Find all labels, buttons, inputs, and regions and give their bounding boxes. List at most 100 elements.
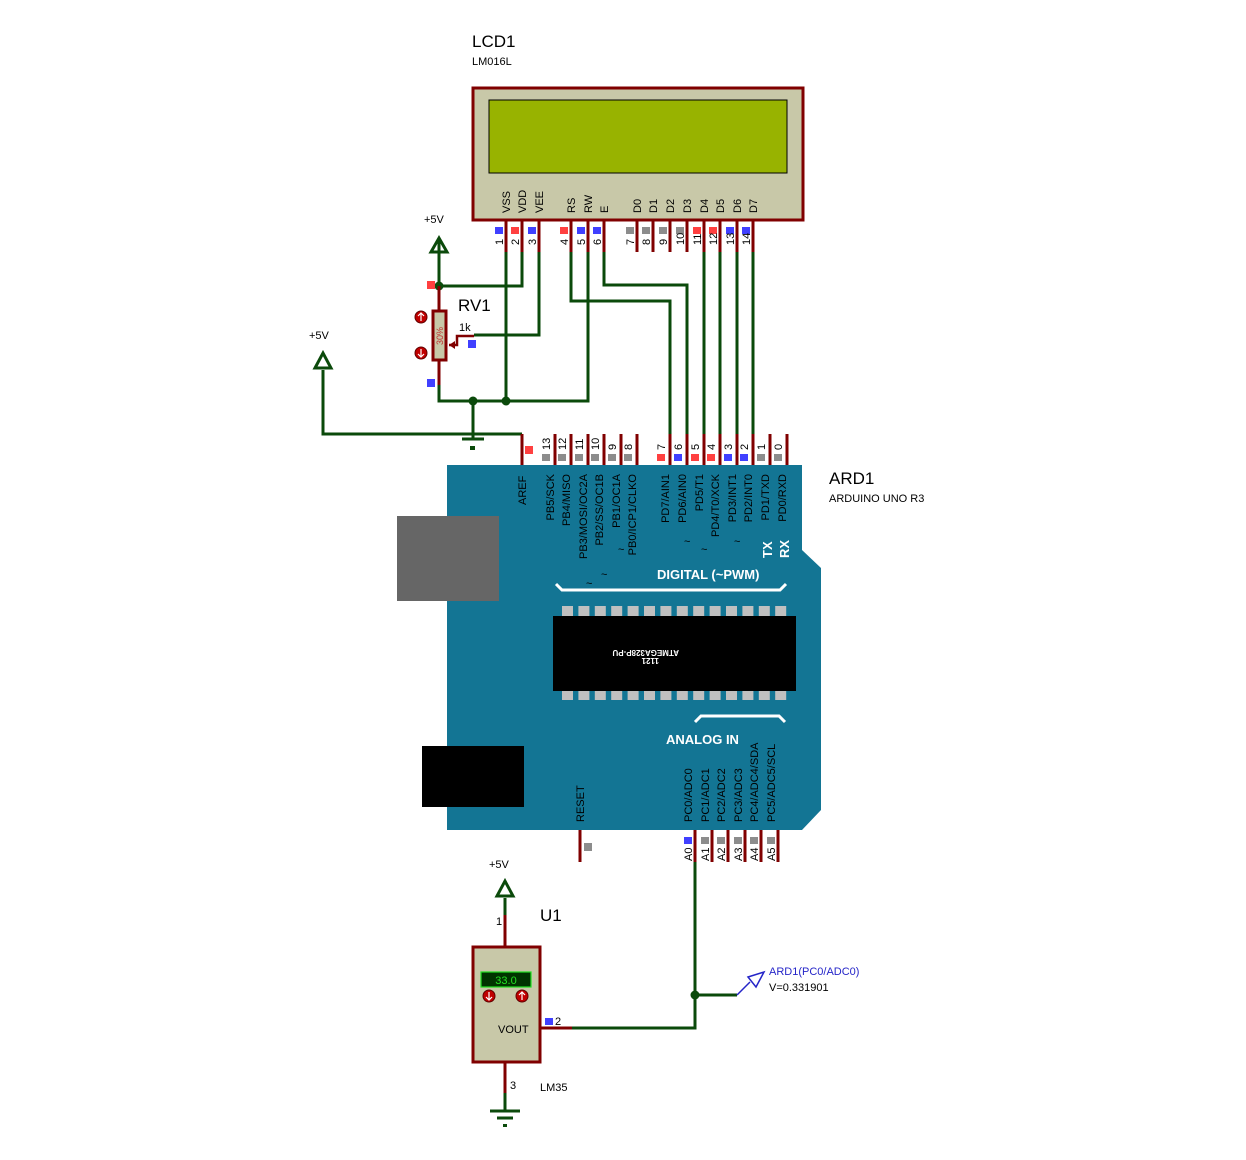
pwm-mark: ~: [701, 544, 707, 556]
lm35-sensor[interactable]: U1 LM35 1 2 3 33.0 VOUT: [471, 906, 572, 1094]
pin-name: D0: [632, 199, 644, 213]
pin-name: PB5/SCK: [545, 473, 557, 520]
lcd-pin[interactable]: 5RW: [576, 194, 595, 252]
potentiometer-rv1[interactable]: RV1 1k 30%: [414, 281, 491, 387]
wire-aref[interactable]: [321, 370, 522, 436]
pin-name: PC2/ADC2: [716, 768, 728, 822]
pot-increase-button[interactable]: [414, 310, 428, 324]
chip-pad: [562, 690, 573, 700]
temp-decrease-button[interactable]: [482, 989, 496, 1003]
junction-dot: [468, 396, 478, 406]
pin-name: PD6/AIN0: [677, 474, 689, 523]
pin-number: 13: [541, 438, 553, 450]
pin-state-gray: [591, 454, 599, 461]
pin-number: 0: [773, 444, 785, 450]
arduino-uno[interactable]: ARD1 ARDUINO UNO R3 AREF 13PB5/SCK12PB4/…: [397, 434, 924, 862]
pin-number: 1: [756, 444, 768, 450]
power-terminal-sensor[interactable]: +5V: [489, 859, 516, 898]
power-arrow-icon: [428, 234, 450, 254]
lcd-pin[interactable]: 7D0: [625, 199, 644, 252]
wire-e-d6[interactable]: [602, 252, 689, 434]
pin-state-gray: [659, 227, 667, 234]
wire-wiper-vee[interactable]: [474, 252, 541, 337]
pin-number: 4: [706, 444, 718, 450]
power-terminal-lcd[interactable]: +5V: [424, 214, 450, 254]
chip-pad: [578, 690, 590, 700]
pin-number: 6: [673, 444, 685, 450]
pin-name: PB2/SS/OC1B: [594, 474, 606, 546]
pin-number: 13: [725, 233, 737, 245]
lcd-pin[interactable]: 8D1: [641, 199, 660, 252]
power-terminal-aref[interactable]: +5V: [309, 330, 334, 370]
pot-body: [431, 309, 448, 362]
vout-label: VOUT: [498, 1024, 529, 1036]
wire-a0-vout[interactable]: [572, 862, 697, 1030]
pin-number: 4: [559, 239, 571, 245]
pin-number: 10: [675, 233, 687, 245]
ground-terminal-sensor[interactable]: [490, 1109, 520, 1127]
pin-state-gray: [774, 454, 782, 461]
lcd-component[interactable]: LCD1 LM016L 1VSS2VDD3VEE4RS5RW6E7D08D19D…: [471, 32, 805, 252]
wire-gnd-bus[interactable]: [437, 252, 590, 403]
pot-decrease-button[interactable]: [414, 346, 428, 360]
chip-pad: [644, 606, 655, 616]
chip-pad: [578, 606, 590, 616]
chip-code: 1121: [641, 656, 659, 665]
temp-increase-button[interactable]: [515, 989, 529, 1003]
sensor-body: [471, 945, 542, 1064]
pin-number: 6: [592, 239, 604, 245]
lcd-pin[interactable]: 6E: [592, 206, 611, 252]
pin-number: 5: [690, 444, 702, 450]
pin-number: A5: [766, 848, 778, 861]
pin-state-blue: [577, 227, 585, 234]
pin-number: 5: [576, 239, 588, 245]
wire-rs-d7[interactable]: [569, 252, 672, 434]
lcd-value: LM016L: [472, 56, 512, 68]
voltage-probe[interactable]: ARD1(PC0/ADC0) V=0.331901: [736, 966, 859, 996]
power-label: +5V: [424, 214, 445, 226]
aref-label: AREF: [517, 475, 529, 505]
digital-bracket: [554, 582, 788, 592]
pin-name: PD2/INT0: [743, 474, 755, 522]
wire-5v-vdd[interactable]: [437, 250, 524, 288]
pwm-mark: ~: [618, 544, 624, 556]
pin-state-red: [709, 227, 717, 234]
pin-number: 14: [741, 233, 753, 245]
pin-state-gray: [584, 843, 592, 851]
ground-terminal-lcd[interactable]: [462, 437, 484, 450]
chip-pad: [660, 606, 672, 616]
lcd-pin[interactable]: 9D2: [658, 199, 677, 252]
lcd-pin[interactable]: 4RS: [559, 198, 578, 252]
chip-body: [553, 616, 796, 691]
chip-pad: [726, 606, 737, 616]
pin-name: PB1/OC1A: [611, 473, 623, 527]
